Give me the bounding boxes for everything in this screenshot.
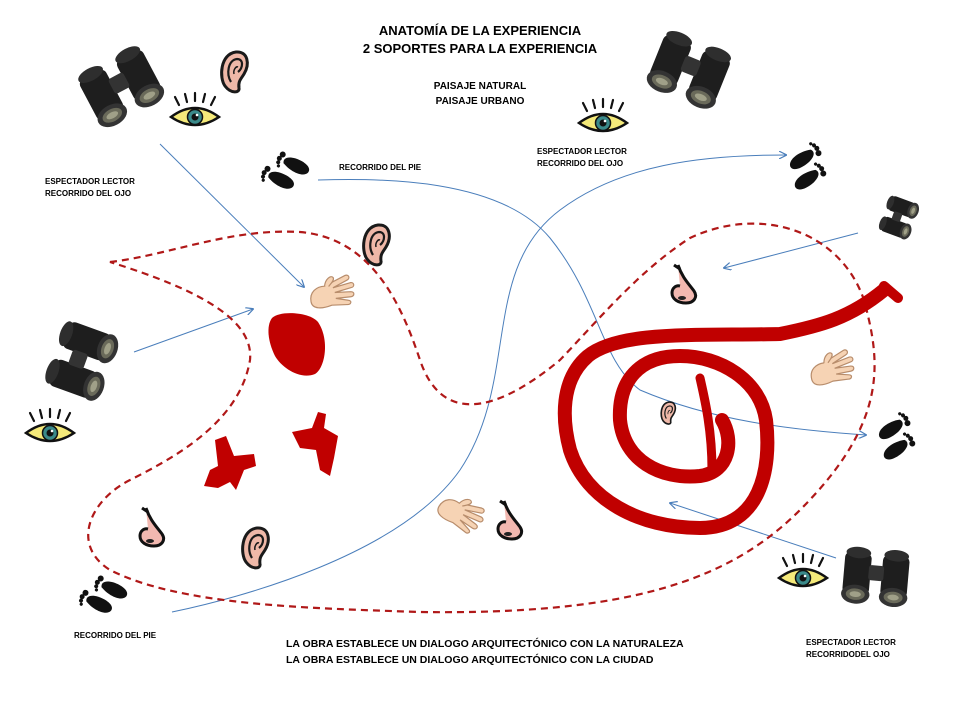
viewer-label-line: ESPECTADOR LECTOR xyxy=(806,638,896,647)
viewer-label-top-left: ESPECTADOR LECTOR RECORRIDO DEL OJO xyxy=(45,176,135,200)
viewer-label-bottom-right: ESPECTADOR LECTOR RECORRIDODEL OJO xyxy=(806,637,896,661)
hand-icon xyxy=(306,272,358,312)
statement-nature: LA OBRA ESTABLECE UN DIALOGO ARQUITECTÓN… xyxy=(286,638,684,650)
hand-icon xyxy=(805,346,859,390)
footprints-icon xyxy=(75,570,130,624)
binoculars-icon xyxy=(73,41,169,132)
red-spiral-ribbon xyxy=(557,281,903,536)
nose-icon xyxy=(496,499,524,541)
viewer-label-line: RECORRIDODEL OJO xyxy=(806,650,890,659)
nose-icon xyxy=(138,506,166,548)
binoculars-icon xyxy=(876,193,922,242)
ear-icon xyxy=(660,401,677,425)
hand-icon xyxy=(433,487,490,538)
eye-icon xyxy=(577,97,629,133)
title-line-2: 2 SOPORTES PARA LA EXPERIENCIA xyxy=(362,41,598,56)
binoculars-icon xyxy=(41,317,123,404)
viewer-label-line: RECORRIDO DEL OJO xyxy=(45,189,132,198)
supports-list: PAISAJE NATURAL PAISAJE URBANO xyxy=(380,79,580,109)
title-line-1: ANATOMÍA DE LA EXPERIENCIA xyxy=(378,23,582,38)
ear-icon xyxy=(362,223,391,267)
ear-icon xyxy=(220,50,249,94)
viewer-label-line: RECORRIDO DEL OJO xyxy=(537,159,624,168)
eye-icon xyxy=(777,552,829,588)
red-shapes-left xyxy=(204,313,338,490)
dashed-exhibition-outline xyxy=(87,222,876,614)
binoculars-icon xyxy=(840,545,912,609)
support-urban: PAISAJE URBANO xyxy=(435,96,525,107)
footprints-icon xyxy=(779,139,834,193)
statement-city: LA OBRA ESTABLECE UN DIALOGO ARQUITECTÓN… xyxy=(286,654,654,666)
footer-statements: LA OBRA ESTABLECE UN DIALOGO ARQUITECTÓN… xyxy=(286,636,684,668)
viewer-label-top-right: ESPECTADOR LECTOR RECORRIDO DEL OJO xyxy=(537,146,627,170)
eye-icon xyxy=(169,91,221,127)
foot-route-label-top: RECORRIDO DEL PIE xyxy=(339,163,422,172)
eye-route-arrows xyxy=(133,143,866,613)
binoculars-icon xyxy=(643,26,736,113)
ear-icon xyxy=(241,526,270,570)
nose-icon xyxy=(670,263,698,305)
foot-route-label-bottom-left: RECORRIDO DEL PIE xyxy=(74,631,157,640)
diagram-title: ANATOMÍA DE LA EXPERIENCIA 2 SOPORTES PA… xyxy=(330,22,630,58)
support-natural: PAISAJE NATURAL xyxy=(433,81,527,92)
viewer-label-line: ESPECTADOR LECTOR xyxy=(537,147,627,156)
footprints-icon xyxy=(257,146,312,200)
viewer-label-line: ESPECTADOR LECTOR xyxy=(45,177,135,186)
eye-icon xyxy=(24,407,76,443)
footprints-icon xyxy=(868,409,923,463)
